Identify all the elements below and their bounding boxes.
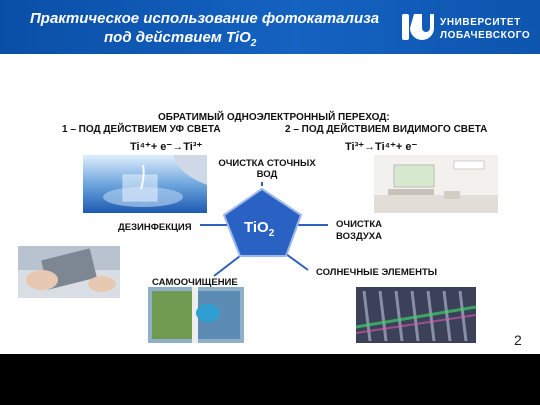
connector-solar bbox=[285, 253, 309, 271]
reaction-uv: Ti⁴⁺+ e⁻→Ti³⁺ bbox=[130, 141, 203, 153]
center-label-text: TiO bbox=[244, 219, 269, 236]
app-solar-cells: СОЛНЕЧНЫЕ ЭЛЕМЕНТЫ bbox=[316, 267, 438, 278]
logo-text-line2: ЛОБАЧЕВСКОГО bbox=[440, 30, 531, 41]
slide-title-line1: Практическое использование фотокатализа bbox=[30, 10, 380, 27]
disinfection-photo bbox=[18, 246, 120, 298]
reaction-visible: Ti³⁺→Ti⁴⁺+ e⁻ bbox=[345, 141, 418, 153]
page-number: 2 bbox=[514, 332, 522, 348]
water-photo bbox=[83, 155, 207, 213]
slide-header: Практическое использование фотокатализа … bbox=[0, 0, 540, 54]
app-air-cleaning: ОЧИСТКА ВОЗДУХА bbox=[336, 219, 382, 243]
app-self-cleaning: САМООЧИЩЕНИЕ bbox=[152, 277, 238, 288]
app-air-line2: ВОЗДУХА bbox=[336, 231, 382, 242]
title-subscript: 2 bbox=[250, 38, 257, 49]
tio2-pentagon bbox=[222, 187, 303, 257]
university-logo-icon bbox=[402, 14, 434, 40]
room-photo bbox=[374, 155, 498, 213]
slide-title-line2: под действием TiO2 bbox=[104, 29, 256, 49]
app-water-line1: ОЧИСТКА СТОЧНЫХ bbox=[218, 158, 316, 169]
tio2-center-label: TiO2 bbox=[244, 219, 274, 239]
app-air-line1: ОЧИСТКА bbox=[336, 219, 382, 230]
app-water-cleaning: ОЧИСТКА СТОЧНЫХ ВОД bbox=[218, 158, 316, 180]
title-text: под действием TiO bbox=[104, 29, 251, 46]
app-water-line2: ВОД bbox=[256, 169, 278, 180]
self-cleaning-photo bbox=[148, 287, 244, 343]
solar-cells-photo bbox=[356, 287, 476, 343]
uv-label: 1 – ПОД ДЕЙСТВИЕМ УФ СВЕТА bbox=[62, 124, 221, 135]
center-label-subscript: 2 bbox=[268, 228, 275, 239]
connector-selfcleaning bbox=[213, 255, 241, 277]
app-disinfection: ДЕЗИНФЕКЦИЯ bbox=[118, 222, 192, 233]
transition-heading: ОБРАТИМЫЙ ОДНОЭЛЕКТРОННЫЙ ПЕРЕХОД: bbox=[158, 112, 390, 123]
logo-text-line1: УНИВЕРСИТЕТ bbox=[440, 17, 521, 28]
visible-light-label: 2 – ПОД ДЕЙСТВИЕМ ВИДИМОГО СВЕТА bbox=[285, 124, 488, 135]
